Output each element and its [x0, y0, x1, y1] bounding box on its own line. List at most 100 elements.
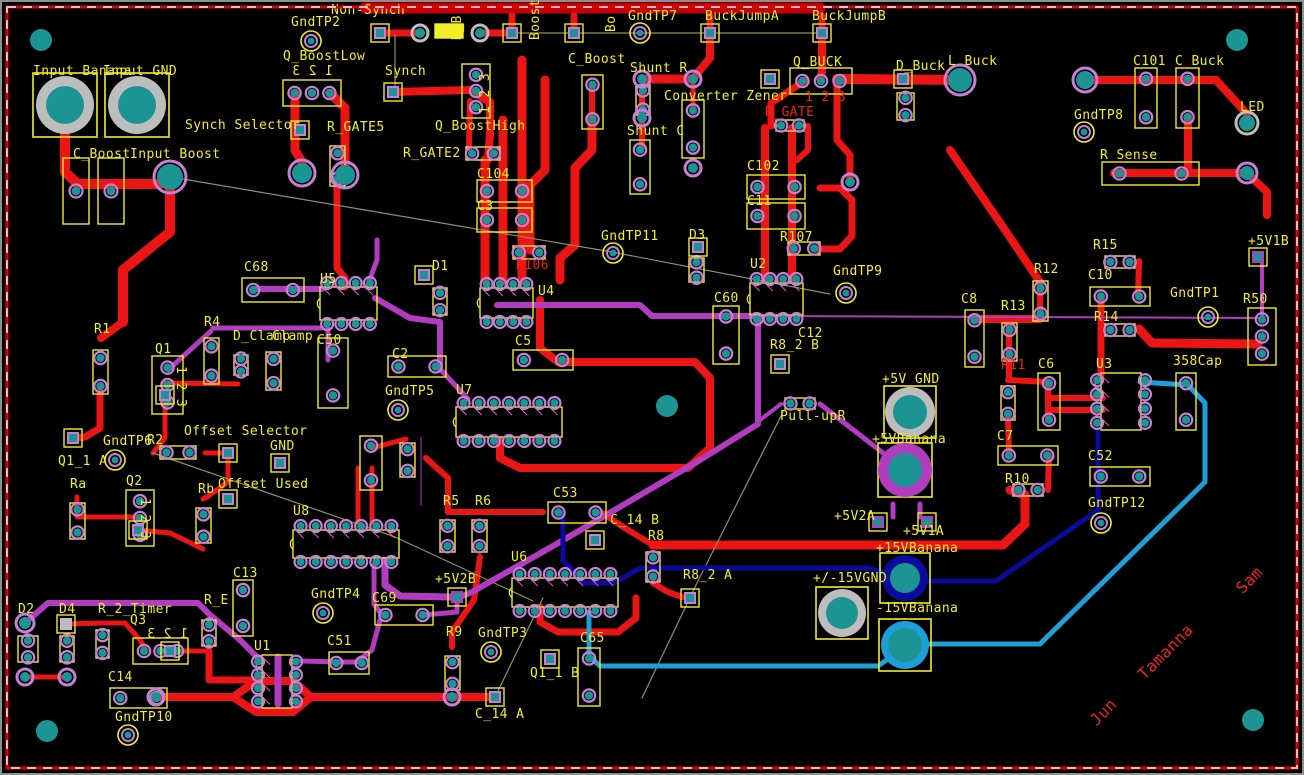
via[interactable] [1240, 166, 1254, 180]
silk-label[interactable]: GndTP9 [833, 264, 882, 279]
component-outline[interactable] [547, 501, 607, 524]
pad[interactable] [584, 654, 594, 663]
pad[interactable] [254, 684, 262, 693]
trace-purple[interactable] [381, 556, 454, 601]
pad[interactable] [474, 399, 483, 407]
silk-label[interactable]: C50 [317, 333, 342, 348]
ic-outline-U3[interactable] [1100, 372, 1142, 431]
trace-red[interactable] [71, 388, 104, 442]
pad[interactable] [550, 437, 559, 445]
pad[interactable] [1003, 387, 1013, 397]
trace-red[interactable] [205, 647, 260, 684]
silk-label[interactable]: GndTP6 [103, 434, 152, 449]
pad[interactable] [816, 76, 826, 86]
trace-red[interactable] [423, 455, 451, 515]
silk-label[interactable]: C10 [1088, 268, 1113, 283]
pad[interactable] [163, 380, 172, 390]
component-outline[interactable] [681, 99, 705, 159]
component-outline[interactable] [282, 79, 342, 107]
pad[interactable] [73, 505, 82, 514]
trace-gray[interactable] [170, 176, 613, 253]
silk-label[interactable]: Synch Selector [185, 118, 300, 133]
component-outline[interactable] [241, 277, 305, 303]
pad[interactable] [545, 570, 554, 578]
silk-label[interactable]: 1 2 3 [478, 73, 493, 114]
banana-jack[interactable] [826, 597, 858, 629]
silk-label[interactable]: GndTP11 [601, 229, 659, 244]
pad[interactable] [163, 363, 172, 372]
silk-label[interactable]: GndTP3 [478, 626, 527, 641]
pad[interactable] [489, 437, 498, 445]
silk-label[interactable]: GndTP12 [1088, 496, 1146, 511]
pad[interactable] [372, 522, 381, 530]
pad[interactable] [798, 76, 807, 86]
component-outline[interactable] [92, 349, 109, 395]
pad[interactable] [482, 215, 492, 225]
banana-jack[interactable] [46, 86, 84, 124]
pad[interactable] [970, 316, 979, 325]
pad[interactable] [1044, 415, 1054, 424]
component-outline[interactable] [964, 309, 985, 368]
pad[interactable] [779, 315, 788, 323]
silk-label[interactable]: C14 [108, 670, 133, 685]
silk-label[interactable]: Offset Selector [184, 424, 307, 439]
silk-label[interactable]: +5V1B [1248, 234, 1289, 249]
pad[interactable] [1106, 257, 1115, 267]
pad[interactable] [505, 399, 513, 407]
silk-label[interactable]: Clamp [272, 329, 313, 344]
pad[interactable] [1141, 418, 1149, 427]
pad[interactable] [530, 607, 539, 615]
pad[interactable] [901, 110, 910, 120]
trace-red[interactable] [946, 146, 1044, 286]
testpoint[interactable] [124, 731, 132, 739]
silk-label[interactable]: C7 [997, 429, 1013, 444]
silk-label[interactable]: BuckJumpA [705, 9, 779, 24]
silk-label[interactable]: Q_BoostLow [283, 49, 365, 64]
pad[interactable] [342, 522, 350, 530]
pad[interactable] [1036, 284, 1045, 293]
silk-label[interactable]: C_14 B [610, 513, 659, 528]
pad[interactable] [753, 182, 762, 192]
component-outline[interactable] [125, 489, 155, 547]
ic-outline-U4[interactable] [479, 287, 534, 319]
pad[interactable] [254, 657, 262, 666]
pad[interactable] [535, 248, 544, 257]
pad[interactable] [23, 653, 33, 662]
silk-label[interactable]: R12 [1034, 262, 1059, 277]
pad[interactable] [207, 342, 216, 351]
trace-red[interactable] [449, 554, 483, 650]
pad[interactable] [482, 186, 492, 196]
pad[interactable] [459, 437, 468, 445]
pad[interactable] [333, 149, 342, 158]
pad[interactable] [489, 399, 498, 407]
pad[interactable] [489, 149, 499, 158]
trace-red[interactable] [496, 296, 714, 472]
pad[interactable] [394, 362, 403, 371]
pad[interactable] [204, 637, 214, 646]
pad[interactable] [1141, 390, 1149, 399]
silk-label[interactable]: Input GND [103, 64, 177, 79]
pad[interactable] [721, 312, 731, 321]
silk-label[interactable]: D1 [432, 259, 448, 274]
component-outline[interactable] [1101, 161, 1200, 186]
pad[interactable] [337, 279, 346, 287]
pad[interactable] [292, 684, 300, 693]
component-outline[interactable] [896, 92, 915, 121]
silk-label[interactable]: Rb [198, 482, 214, 497]
silk-label[interactable]: D_Buck [896, 59, 945, 74]
trace-red[interactable] [689, 29, 714, 83]
via[interactable] [637, 113, 647, 123]
pad[interactable] [721, 349, 731, 358]
silk-label[interactable]: Q1_1 A [58, 454, 107, 469]
silk-label[interactable]: C_14 A [475, 707, 524, 722]
silk-label[interactable]: C60 [714, 291, 739, 306]
silk-label[interactable]: +5VBanana [872, 432, 946, 447]
silk-label[interactable]: Input Banana [33, 64, 132, 79]
silk-label[interactable]: U6 [511, 550, 527, 565]
pad[interactable] [326, 522, 335, 530]
pad[interactable] [790, 182, 799, 192]
pad[interactable] [292, 657, 300, 666]
pad[interactable] [789, 244, 798, 253]
pad[interactable] [779, 275, 788, 283]
component-outline[interactable] [59, 635, 75, 663]
